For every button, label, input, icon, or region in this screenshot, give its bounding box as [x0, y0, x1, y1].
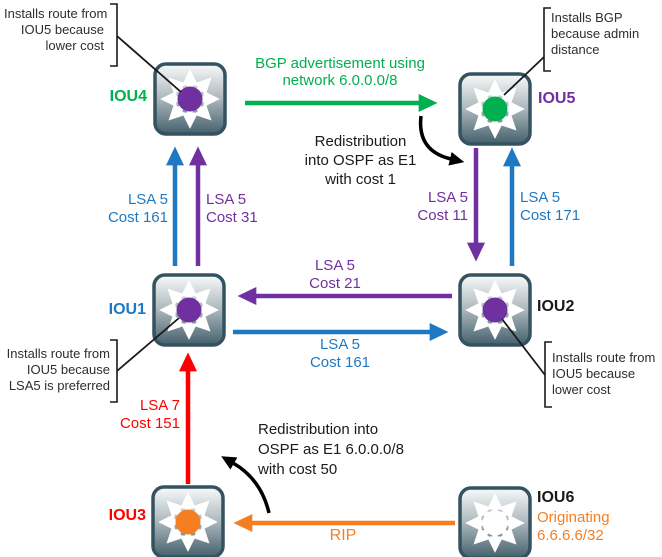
lsa-line2: Cost 21 — [309, 275, 361, 292]
annotation-line1: Installs route from — [4, 6, 108, 21]
label-lsa7-cost151: LSA 7 Cost 151 — [92, 397, 180, 433]
annotation-iou5: Installs BGP because admin distance — [551, 10, 656, 58]
redis-line2: OSPF as E1 6.0.0.0/8 — [258, 441, 404, 458]
annotation-line2: IOU5 because — [552, 366, 636, 381]
label-lsa5-cost31: LSA 5 Cost 31 — [206, 191, 258, 227]
router-dot-iou2 — [482, 297, 508, 323]
annotation-line3: LSA5 is preferred — [8, 378, 110, 393]
router-dot-iou1 — [176, 297, 202, 323]
label-lsa5-cost161-left: LSA 5 Cost 161 — [80, 191, 168, 227]
originating-line2: 6.6.6.6/32 — [537, 527, 604, 544]
redis-line3: with cost 50 — [258, 461, 338, 478]
curved-arrow-redistribution-top — [418, 115, 465, 166]
router-icon-iou4 — [153, 62, 227, 136]
lsa-line1: LSA 5 — [520, 189, 561, 206]
label-iou6-originating: Originating 6.6.6.6/32 — [537, 509, 610, 545]
annotation-line2: IOU5 because — [26, 362, 110, 377]
label-lsa5-cost11: LSA 5 Cost 11 — [380, 189, 468, 225]
annotation-line2: because admin — [551, 26, 640, 41]
bracket-iou2-note — [544, 341, 552, 408]
lsa-line2: Cost 171 — [520, 207, 581, 224]
router-dot-iou6 — [482, 510, 508, 536]
lsa-line2: Cost 31 — [206, 209, 258, 226]
originating-line1: Originating — [537, 509, 610, 526]
label-iou3: IOU3 — [108, 507, 146, 524]
router-icon-iou1 — [152, 273, 226, 347]
label-iou5: IOU5 — [538, 90, 576, 107]
lsa-line1: LSA 5 — [206, 191, 247, 208]
label-iou1: IOU1 — [108, 301, 146, 318]
router-icon-iou2 — [458, 273, 532, 347]
label-bgp-advertisement: BGP advertisement using network 6.0.0.0/… — [235, 55, 445, 89]
annotation-line1: Installs route from — [6, 346, 110, 361]
label-iou4: IOU4 — [109, 88, 147, 105]
bgp-line2: network 6.0.0.0/8 — [282, 72, 398, 89]
annotation-iou4: Installs route from IOU5 because lower c… — [4, 6, 108, 54]
label-rip: RIP — [329, 527, 357, 544]
bracket-iou1-note — [110, 339, 118, 403]
redis-line2: into OSPF as E1 — [304, 152, 417, 169]
lsa-line2: Cost 161 — [107, 209, 168, 226]
lsa-line2: Cost 11 — [417, 207, 468, 224]
bracket-iou5-note — [543, 7, 551, 72]
router-dot-iou5 — [482, 96, 508, 122]
redis-line1: Redistribution — [314, 133, 407, 150]
lsa-line1: LSA 7 — [139, 397, 180, 414]
bgp-line1: BGP advertisement using — [255, 55, 425, 72]
router-dot-iou3 — [175, 509, 201, 535]
label-iou2: IOU2 — [537, 298, 575, 315]
router-icon-iou6 — [458, 486, 532, 557]
annotation-iou1: Installs route from IOU5 because LSA5 is… — [4, 346, 110, 394]
label-iou6: IOU6 — [537, 489, 575, 506]
annotation-line1: Installs BGP — [551, 10, 623, 25]
note-redistribution-top: Redistribution into OSPF as E1 with cost… — [298, 132, 423, 189]
annotation-line2: IOU5 because — [20, 22, 104, 37]
label-lsa5-cost21: LSA 5 Cost 21 — [285, 257, 385, 293]
annotation-line1: Installs route from — [552, 350, 656, 365]
lsa-line2: Cost 151 — [119, 415, 180, 432]
bracket-iou4-note — [110, 3, 118, 67]
lsa-line1: LSA 5 — [319, 336, 361, 353]
router-icon-iou3 — [151, 485, 225, 557]
annotation-line3: lower cost — [45, 38, 104, 53]
lsa-line1: LSA 5 — [314, 257, 356, 274]
label-lsa5-cost171: LSA 5 Cost 171 — [520, 189, 580, 225]
lsa-line1: LSA 5 — [127, 191, 168, 208]
lsa-line2: Cost 161 — [309, 354, 371, 371]
annotation-line3: distance — [551, 42, 600, 57]
annotation-line3: lower cost — [552, 382, 611, 397]
redis-line3: with cost 1 — [325, 171, 396, 188]
router-icon-iou5 — [458, 72, 532, 146]
lsa-line1: LSA 5 — [427, 189, 468, 206]
router-dot-iou4 — [177, 86, 203, 112]
annotation-iou2: Installs route from IOU5 because lower c… — [552, 350, 657, 398]
note-redistribution-bottom: Redistribution into OSPF as E1 6.0.0.0/8… — [258, 420, 404, 480]
label-lsa5-cost161-mid: LSA 5 Cost 161 — [290, 336, 390, 372]
redis-line1: Redistribution into — [258, 421, 379, 438]
